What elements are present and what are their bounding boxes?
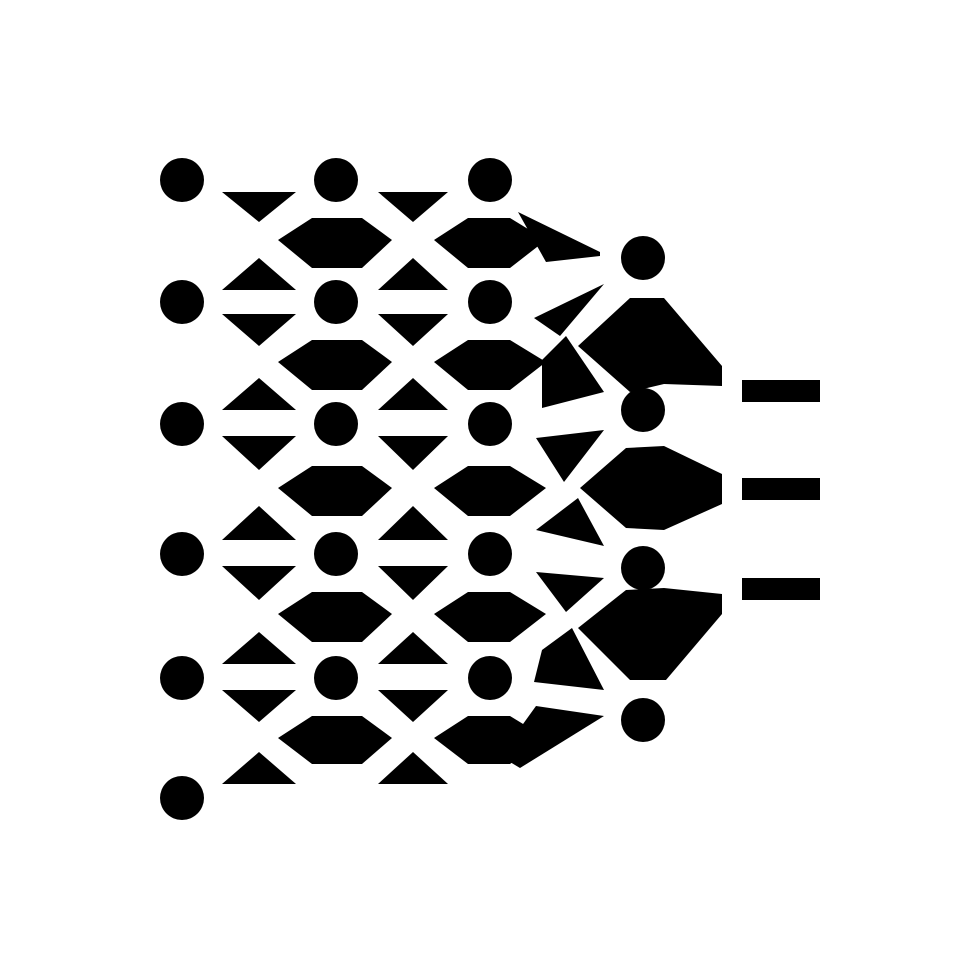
- cell-c1-tri-1b: [222, 314, 296, 346]
- cell-c4-top: [578, 298, 722, 392]
- cell-c1-diamond-1: [278, 218, 392, 268]
- output-line-2: [742, 478, 820, 500]
- network-nodes: [160, 158, 665, 820]
- cell-c2-tri-4a: [378, 632, 448, 664]
- node-layer-4-3: [621, 546, 665, 590]
- node-layer-1-5: [160, 656, 204, 700]
- cell-c2-bottom-tri: [378, 752, 448, 784]
- node-layer-2-5: [314, 656, 358, 700]
- cell-c1-tri-2a: [222, 378, 296, 410]
- cell-c2-top-tri: [378, 192, 448, 222]
- cell-c1-diamond-2: [278, 340, 392, 390]
- cell-c1-top-tri: [222, 192, 296, 222]
- cell-c1-diamond-3: [278, 466, 392, 516]
- cell-c2-tri-4b: [378, 690, 448, 722]
- node-layer-2-3: [314, 402, 358, 446]
- node-layer-2-1: [314, 158, 358, 202]
- cell-c1-tri-3a: [222, 506, 296, 540]
- cell-c3-wedge-5: [536, 572, 604, 612]
- node-layer-3-2: [468, 280, 512, 324]
- node-layer-3-1: [468, 158, 512, 202]
- cell-c2-tri-1b: [378, 314, 448, 346]
- cell-c2-tri-3a: [378, 506, 448, 540]
- cell-c1-tri-3b: [222, 566, 296, 600]
- node-layer-1-4: [160, 532, 204, 576]
- cell-c3-wedge-4: [536, 498, 604, 546]
- cell-c2-tri-3b: [378, 566, 448, 600]
- filled-cells: [222, 192, 722, 784]
- cell-c4-mid: [580, 446, 722, 530]
- cell-c3-wedge-6: [534, 628, 604, 690]
- cell-c2-diamond-4: [434, 592, 546, 642]
- cell-c2-diamond-1: [434, 218, 546, 268]
- node-layer-3-4: [468, 532, 512, 576]
- cell-c1-diamond-5: [278, 716, 392, 764]
- node-layer-3-5: [468, 656, 512, 700]
- cell-c3-wedge-2: [542, 336, 604, 408]
- node-layer-4-2: [621, 388, 665, 432]
- cell-c2-tri-2a: [378, 378, 448, 410]
- cell-c1-diamond-4: [278, 592, 392, 642]
- node-layer-1-2: [160, 280, 204, 324]
- cell-c1-tri-4b: [222, 690, 296, 722]
- cell-c1-tri-1a: [222, 258, 296, 290]
- node-layer-2-4: [314, 532, 358, 576]
- output-line-3: [742, 578, 820, 600]
- output-lines: [742, 380, 820, 600]
- cell-c2-diamond-2: [434, 340, 546, 390]
- node-layer-1-3: [160, 402, 204, 446]
- cell-c3-wedge-3: [536, 430, 604, 482]
- cell-c1-tri-4a: [222, 632, 296, 664]
- cell-c4-bottom: [578, 588, 722, 680]
- cell-c3-wedge-1: [534, 284, 604, 336]
- cell-c3-top-wedge: [518, 212, 600, 262]
- cell-c2-tri-1a: [378, 258, 448, 290]
- node-layer-2-2: [314, 280, 358, 324]
- output-line-1: [742, 380, 820, 402]
- node-layer-1-6: [160, 776, 204, 820]
- node-layer-3-3: [468, 402, 512, 446]
- node-layer-4-4: [621, 698, 665, 742]
- cell-c3-bottom-wedge: [500, 706, 604, 768]
- node-layer-1-1: [160, 158, 204, 202]
- cell-c2-diamond-3: [434, 466, 546, 516]
- node-layer-4-1: [621, 236, 665, 280]
- cell-c2-tri-2b: [378, 436, 448, 470]
- cell-c1-bottom-tri: [222, 752, 296, 784]
- cell-c1-tri-2b: [222, 436, 296, 470]
